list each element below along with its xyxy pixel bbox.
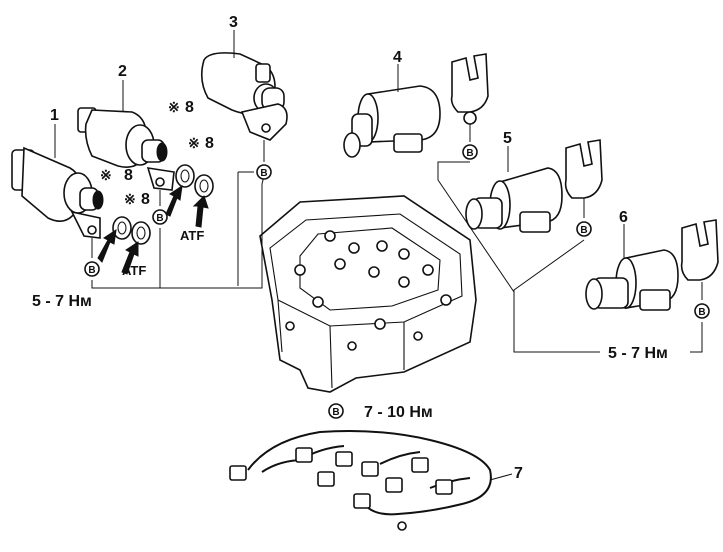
torque-label-left: 5 - 7 Нм (32, 293, 92, 310)
torque-label-right: 5 - 7 Нм (608, 345, 668, 362)
bolt-marker-right-3: B (694, 303, 710, 319)
callout-1: 1 (50, 107, 59, 124)
o-ring-8a (112, 216, 132, 240)
callout-7: 7 (514, 465, 523, 482)
solenoid-5 (465, 167, 563, 233)
callout-7-leader (489, 473, 513, 481)
svg-text:B: B (580, 225, 587, 236)
valve-body (259, 195, 477, 393)
torque-label-valve-body: 7 - 10 Нм (364, 404, 433, 421)
atf-arrow-left-1 (97, 228, 117, 263)
atf-arrow-right-2 (192, 195, 209, 228)
o-ring-8c (175, 164, 195, 188)
svg-text:※: ※ (188, 135, 200, 151)
callout-5: 5 (503, 130, 512, 147)
valve-body-bolts (285, 230, 452, 351)
callout-3: 3 (229, 14, 238, 31)
o-ring-8d (194, 174, 214, 198)
bolt-marker-valve-body: B (328, 403, 344, 419)
solenoid-3 (200, 52, 288, 141)
o-ring-label-a: ※ 8 (100, 167, 133, 184)
bolt-marker-left-1: B (84, 261, 100, 277)
callout-6: 6 (619, 209, 628, 226)
svg-text:B: B (466, 148, 473, 159)
bracket-6 (680, 219, 719, 281)
right-torque-leader-lines (437, 124, 703, 353)
solenoid-1 (11, 146, 104, 239)
svg-text:B: B (88, 265, 95, 276)
svg-text:※: ※ (124, 191, 136, 207)
left-torque-leader-lines (91, 140, 265, 289)
bolt-marker-left-2: B (152, 209, 168, 225)
atf-label-left: ATF (122, 263, 146, 278)
solenoid-6 (585, 249, 679, 311)
atf-label-right: ATF (180, 228, 204, 243)
svg-text:※: ※ (168, 99, 180, 115)
bracket-4 (450, 53, 489, 125)
svg-text:8: 8 (205, 135, 214, 152)
callout-2: 2 (118, 63, 127, 80)
bolt-marker-right-2: B (576, 221, 592, 237)
atf-arrow-left-2 (121, 241, 139, 275)
svg-text:B: B (332, 407, 339, 418)
svg-text:B: B (698, 307, 705, 318)
bolt-marker-right-1: B (462, 144, 478, 160)
callout-4: 4 (393, 49, 402, 66)
o-ring-label-d: ※ 8 (188, 135, 214, 152)
solenoid-4 (343, 85, 441, 158)
svg-text:8: 8 (185, 99, 194, 116)
svg-text:8: 8 (124, 167, 133, 184)
atf-arrow-right-1 (165, 184, 183, 217)
svg-text:※: ※ (100, 167, 112, 183)
o-ring-label-c: ※ 8 (168, 99, 194, 116)
svg-text:B: B (156, 213, 163, 224)
bolt-marker-left-3: B (256, 164, 272, 180)
svg-text:8: 8 (141, 191, 150, 208)
o-ring-label-b: ※ 8 (124, 191, 150, 208)
svg-text:B: B (260, 168, 267, 179)
wiring-harness (229, 430, 492, 531)
bracket-5 (564, 139, 603, 199)
o-ring-8b (131, 221, 151, 245)
solenoid-2 (77, 107, 175, 191)
